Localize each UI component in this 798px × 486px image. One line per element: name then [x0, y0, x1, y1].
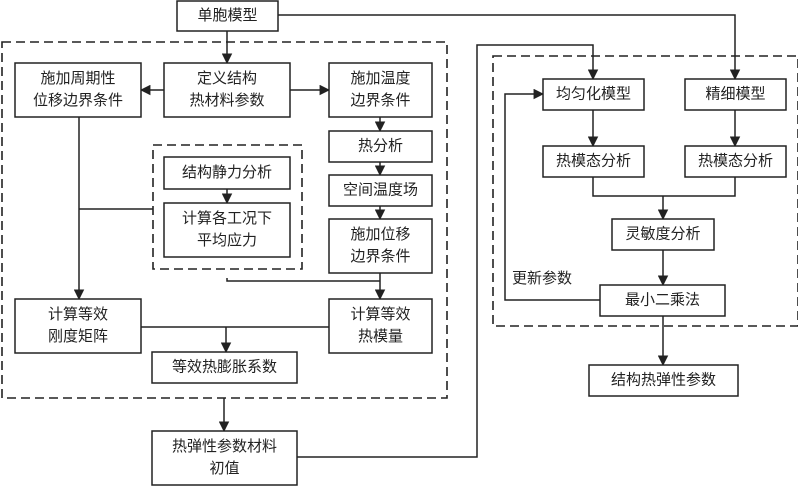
node-label: 施加周期性	[40, 69, 115, 87]
node-label: 均匀化模型	[556, 85, 631, 103]
node-label: 灵敏度分析	[625, 225, 700, 243]
node-frame	[588, 364, 739, 397]
edge-modal-join	[592, 177, 736, 197]
node-frame	[328, 62, 433, 118]
node-frame	[684, 78, 787, 111]
node-label: 计算各工况下	[182, 209, 272, 227]
sensitivity-analysis-box: 灵敏度分析	[611, 218, 715, 251]
fine-modal-analysis-box: 热模态分析	[684, 145, 787, 178]
fine-model-box: 精细模型	[684, 78, 787, 111]
result-params-box: 结构热弹性参数	[588, 364, 739, 397]
least-squares-box: 最小二乘法	[599, 284, 726, 317]
node-label: 施加位移	[350, 225, 410, 243]
temperature-field-box: 空间温度场	[328, 174, 433, 207]
node-frame	[163, 62, 291, 118]
stress-analysis-group	[152, 144, 303, 270]
node-frame	[328, 174, 433, 207]
node-label: 单胞模型	[197, 6, 257, 24]
node-label: 热材料参数	[189, 91, 264, 109]
unit-cell-model-box: 单胞模型	[176, 0, 279, 32]
homogenized-modal-analysis-box: 热模态分析	[542, 145, 645, 178]
node-frame	[176, 0, 279, 32]
node-frame	[14, 298, 142, 354]
node-frame	[599, 284, 726, 317]
node-frame	[14, 62, 142, 118]
node-label: 最小二乘法	[625, 291, 700, 309]
equivalent-expansion-box: 等效热膨胀系数	[151, 351, 298, 384]
node-label: 初值	[209, 459, 239, 477]
node-frame	[151, 351, 298, 384]
node-label: 计算等效	[48, 305, 108, 323]
static-analysis-box: 结构静力分析	[163, 156, 291, 190]
node-label: 热分析	[358, 137, 403, 155]
node-label: 位移边界条件	[33, 91, 123, 109]
edge-lsq-update-homog	[504, 88, 600, 301]
node-label: 边界条件	[350, 247, 410, 265]
thermal-analysis-box: 热分析	[328, 130, 433, 163]
node-label: 等效热膨胀系数	[172, 358, 277, 376]
node-label: 边界条件	[350, 91, 410, 109]
node-frame	[328, 130, 433, 163]
node-label: 空间温度场	[343, 181, 418, 199]
node-frame	[542, 78, 645, 111]
node-label: 热模态分析	[698, 152, 773, 170]
node-label: 施加温度	[350, 69, 410, 87]
node-frame	[151, 430, 298, 486]
node-label: 计算等效	[350, 305, 410, 323]
node-frame	[328, 218, 433, 274]
node-label: 热模态分析	[556, 152, 631, 170]
node-label: 结构静力分析	[182, 163, 272, 181]
node-label: 刚度矩阵	[48, 327, 108, 345]
edge-initial-to-homog	[297, 44, 599, 458]
node-label: 热弹性参数材料	[172, 437, 277, 455]
edge-stress-to-modulus	[226, 278, 380, 282]
edge-unitcell-to-fine	[278, 14, 741, 81]
node-label: 定义结构	[197, 69, 257, 87]
node-frame	[542, 145, 645, 178]
node-frame	[163, 202, 291, 258]
homogenized-model-box: 均匀化模型	[542, 78, 645, 111]
node-label: 热模量	[358, 327, 403, 345]
node-frame	[163, 156, 291, 190]
node-frame	[684, 145, 787, 178]
update-params-label: 更新参数	[512, 269, 572, 287]
model-update-group	[492, 55, 798, 327]
node-label: 精细模型	[705, 85, 765, 103]
node-frame	[611, 218, 715, 251]
node-label: 平均应力	[197, 231, 257, 249]
node-label: 结构热弹性参数	[611, 371, 716, 389]
node-frame	[328, 298, 433, 354]
